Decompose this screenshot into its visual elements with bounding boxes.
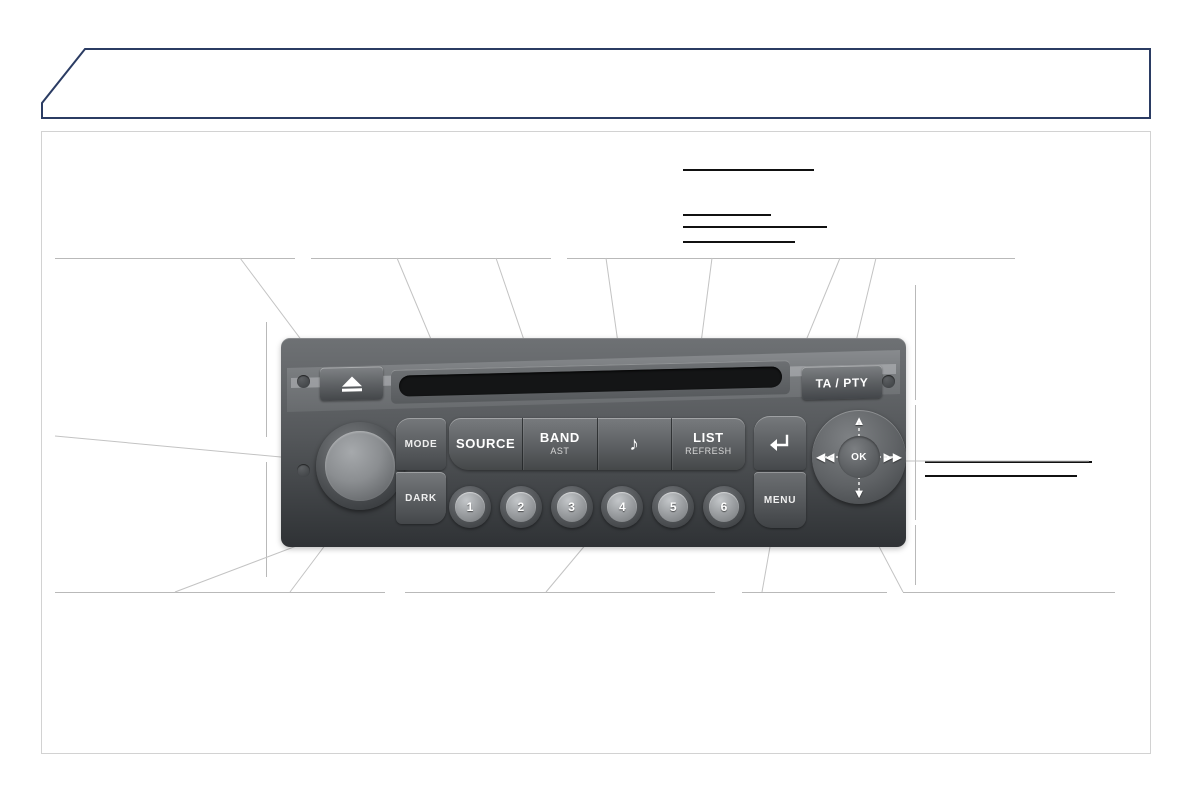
navigation-pad: ▲ ▼ ◀◀ ▶▶ OK: [812, 410, 906, 504]
callout-rule-top-5: [870, 258, 1015, 259]
tapty-button-label: TA / PTY: [815, 374, 869, 391]
list-button-label: LIST: [693, 429, 724, 445]
volume-knob-face: [325, 431, 395, 501]
callout-rule-bottom-4: [903, 592, 1115, 593]
preset-button-face: 5: [658, 491, 689, 522]
callout-rule-side-1: [266, 322, 267, 437]
preset-button-2[interactable]: 2: [499, 485, 542, 528]
preset-button-label: 1: [466, 499, 474, 514]
preset-button-label: 5: [669, 499, 677, 514]
menu-button-column: MENU: [754, 416, 806, 528]
mode-button[interactable]: MODE: [396, 418, 446, 470]
preset-button-3[interactable]: 3: [550, 485, 593, 528]
callout-underline-u3: [683, 226, 827, 228]
preset-button-label: 4: [619, 499, 626, 514]
mode-button-label: MODE: [404, 438, 438, 450]
callout-rule-side-5: [915, 525, 916, 585]
ok-button-label: OK: [851, 451, 867, 463]
return-button[interactable]: [754, 416, 806, 470]
car-radio-unit: TA / PTY MODE DARK SOURCE BAND AST: [281, 338, 906, 547]
callout-rule-side-2: [266, 462, 267, 577]
callout-underline-u1: [683, 169, 814, 171]
callout-rule-bottom-3: [742, 592, 887, 593]
callout-underline-u5: [925, 461, 1092, 463]
preset-button-6[interactable]: 6: [702, 485, 745, 528]
preset-button-face: 6: [708, 491, 739, 522]
preset-button-row: 1 2 3 4 5 6: [449, 484, 745, 529]
band-button-label: BAND: [539, 429, 580, 445]
band-button-sublabel: AST: [550, 446, 570, 457]
preset-button-face: 2: [505, 491, 536, 522]
preset-button-1[interactable]: 1: [449, 485, 491, 528]
bezel-screw-top-right: [882, 375, 895, 388]
callout-rule-top-2: [311, 258, 551, 259]
bezel-screw-top-left: [297, 375, 310, 388]
callout-rule-side-4: [915, 405, 916, 520]
preset-button-4[interactable]: 4: [601, 485, 644, 528]
callout-rule-bottom-2: [405, 592, 715, 593]
list-button[interactable]: LIST REFRESH: [672, 418, 745, 470]
return-arrow-icon: [770, 434, 789, 451]
source-button[interactable]: SOURCE: [449, 418, 524, 470]
preset-button-label: 2: [517, 499, 525, 514]
preset-button-face: 1: [455, 491, 485, 522]
header-banner: [41, 48, 1151, 119]
callout-underline-u6: [925, 475, 1077, 477]
header-banner-shape: [41, 48, 1151, 119]
cd-slot-opening: [399, 366, 782, 397]
ok-button[interactable]: OK: [838, 436, 880, 478]
preset-button-face: 3: [556, 491, 587, 522]
menu-button[interactable]: MENU: [754, 472, 806, 528]
source-button-label: SOURCE: [456, 435, 516, 451]
music-button[interactable]: ♪: [598, 418, 672, 470]
list-button-sublabel: REFRESH: [685, 446, 732, 457]
function-button-bar: SOURCE BAND AST ♪ LIST REFRESH: [449, 418, 745, 470]
band-button[interactable]: BAND AST: [523, 418, 598, 470]
callout-rule-top-3: [567, 258, 807, 259]
eject-icon: [341, 376, 362, 392]
tapty-button[interactable]: TA / PTY: [802, 365, 882, 400]
nav-down-icon[interactable]: ▼: [852, 486, 866, 501]
nav-up-icon[interactable]: ▲: [852, 413, 866, 428]
dark-button-label: DARK: [405, 492, 437, 504]
menu-button-label: MENU: [763, 494, 797, 506]
preset-button-5[interactable]: 5: [652, 485, 695, 528]
callout-rule-top-1: [55, 258, 295, 259]
callout-rule-side-3: [915, 285, 916, 400]
bezel-screw-bottom-left: [297, 464, 310, 477]
preset-button-face: 4: [607, 491, 638, 522]
callout-underline-u4: [683, 241, 795, 243]
volume-knob[interactable]: [316, 422, 404, 510]
music-note-icon: ♪: [629, 433, 639, 455]
eject-button[interactable]: [320, 366, 383, 401]
callout-underline-u2: [683, 214, 771, 216]
radio-bezel: TA / PTY MODE DARK SOURCE BAND AST: [281, 338, 906, 547]
dark-button[interactable]: DARK: [396, 472, 446, 524]
preset-button-label: 6: [720, 499, 728, 514]
preset-button-label: 3: [568, 499, 575, 514]
callout-rule-bottom-1: [55, 592, 385, 593]
